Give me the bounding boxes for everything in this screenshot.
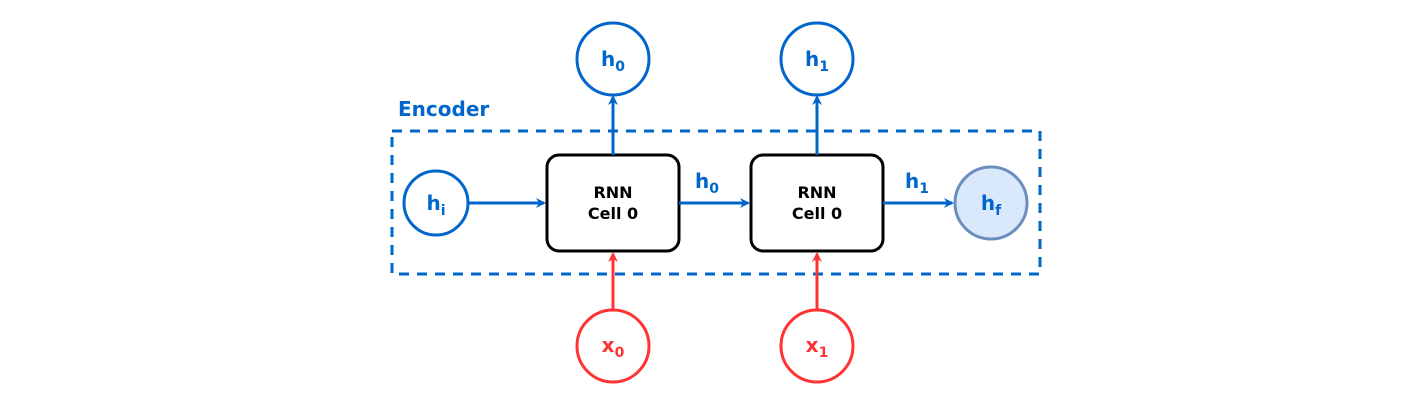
svg-text:hf: hf: [981, 191, 1002, 219]
svg-text:RNN: RNN: [797, 183, 836, 202]
svg-text:hi: hi: [426, 191, 445, 219]
input-node-x0: x0: [575, 308, 651, 384]
svg-text:Cell 0: Cell 0: [792, 204, 842, 223]
rnn-cell-1: RNN Cell 0: [749, 153, 885, 253]
svg-text:Cell 0: Cell 0: [588, 204, 638, 223]
output-node-h1: h1: [779, 21, 855, 97]
final-state-node: hf: [953, 165, 1029, 241]
edge-label-h1: h1: [905, 169, 929, 197]
svg-text:h1: h1: [805, 47, 829, 75]
input-node-x1: x1: [779, 308, 855, 384]
encoder-title: Encoder: [398, 97, 489, 121]
rnn-cell-0: RNN Cell 0: [545, 153, 681, 253]
edge-label-h0: h0: [695, 169, 719, 197]
svg-text:x0: x0: [602, 333, 625, 361]
svg-text:RNN: RNN: [593, 183, 632, 202]
svg-text:h0: h0: [601, 47, 625, 75]
svg-text:x1: x1: [806, 333, 829, 361]
output-node-h0: h0: [575, 21, 651, 97]
encoder-boundary: [390, 129, 1042, 276]
initial-state-node: hi: [402, 169, 470, 237]
